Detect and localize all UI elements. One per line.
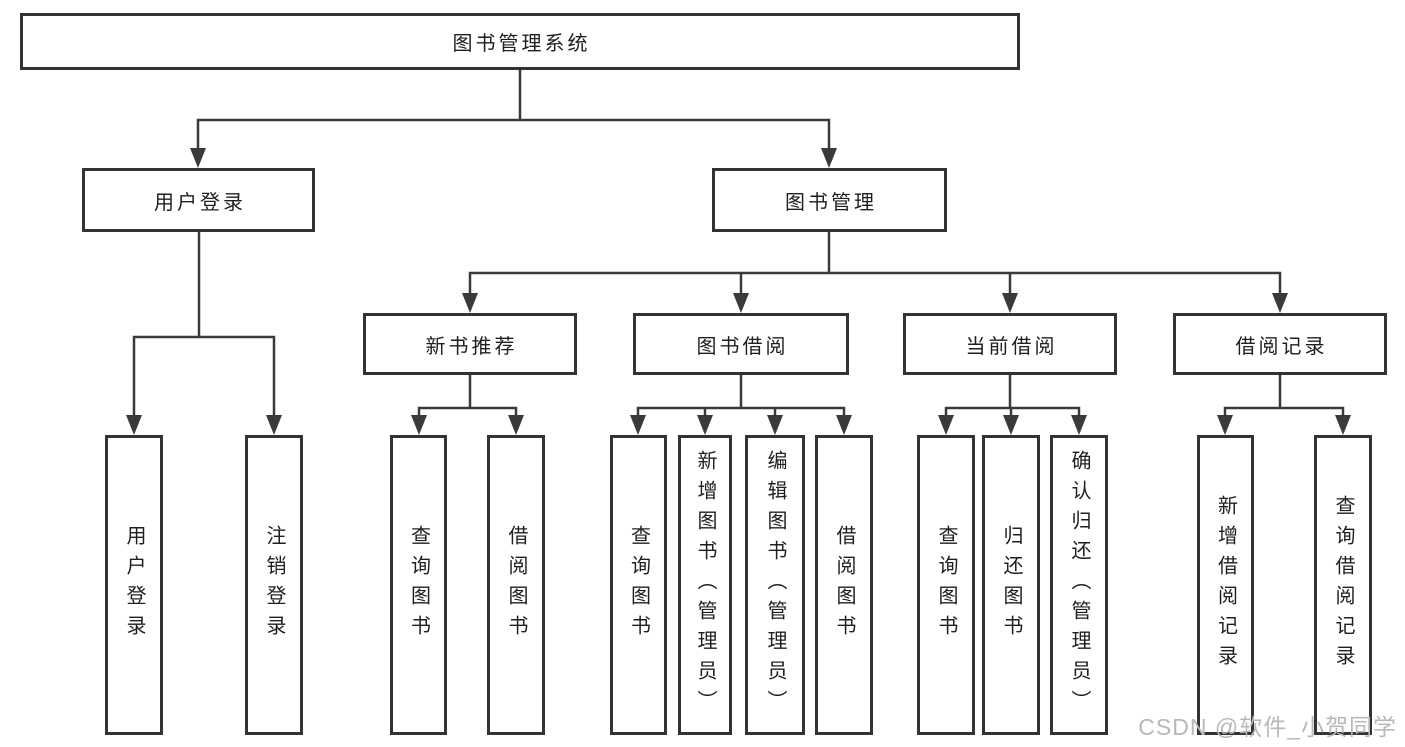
node-new-book-recommendation: 新书推荐: [363, 313, 577, 375]
leaf-user-login: 用户登录: [105, 435, 163, 735]
leaf-query-books-2: 查询图书: [610, 435, 667, 735]
leaf-add-books-admin: 新增图书（管理员）: [678, 435, 732, 735]
arrowheads: [126, 148, 1351, 435]
leaf-borrow-books-2: 借阅图书: [815, 435, 873, 735]
node-library-management-system: 图书管理系统: [20, 13, 1020, 70]
leaf-edit-books-admin: 编辑图书（管理员）: [745, 435, 805, 735]
leaf-confirm-return-admin: 确认归还（管理员）: [1050, 435, 1108, 735]
leaf-return-books: 归还图书: [982, 435, 1040, 735]
node-current-borrowing: 当前借阅: [903, 313, 1117, 375]
leaf-logout: 注销登录: [245, 435, 303, 735]
leaf-query-books-3: 查询图书: [917, 435, 975, 735]
node-book-management: 图书管理: [712, 168, 947, 232]
node-borrowing-records: 借阅记录: [1173, 313, 1387, 375]
csdn-watermark: CSDN @软件_小贺同学: [1138, 714, 1397, 740]
leaf-query-borrow-record: 查询借阅记录: [1314, 435, 1372, 735]
leaf-add-borrow-record: 新增借阅记录: [1197, 435, 1254, 735]
leaf-borrow-books: 借阅图书: [487, 435, 545, 735]
node-book-borrowing: 图书借阅: [633, 313, 849, 375]
leaf-query-books: 查询图书: [390, 435, 447, 735]
node-user-login: 用户登录: [82, 168, 315, 232]
